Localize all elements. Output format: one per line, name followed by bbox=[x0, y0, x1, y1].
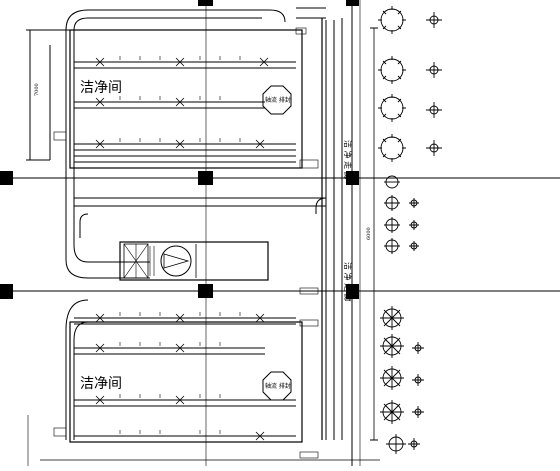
table-symbol bbox=[378, 6, 406, 34]
fixture-symbol bbox=[408, 438, 420, 450]
table-symbol bbox=[384, 238, 400, 254]
column-marker bbox=[198, 0, 213, 6]
table-symbol bbox=[380, 334, 404, 358]
corridor-label-lower: 洁 净 走 廊 bbox=[343, 262, 353, 302]
fixture-symbol bbox=[412, 406, 424, 418]
diffuser-markers-upper bbox=[95, 57, 269, 149]
corridor-label-upper: 洁 净 走 廊 bbox=[343, 140, 353, 180]
column-marker bbox=[0, 171, 13, 185]
exhaust-fan-upper bbox=[262, 85, 292, 115]
fixture-symbol bbox=[409, 241, 419, 251]
table-symbol bbox=[378, 56, 406, 84]
table-symbol bbox=[380, 366, 404, 390]
room-label-lower: 洁净间 bbox=[80, 376, 122, 392]
diffuser-markers-lower bbox=[95, 313, 265, 441]
fixture-symbol bbox=[409, 220, 419, 230]
dimension-left: 7000 bbox=[34, 83, 40, 96]
table-symbol bbox=[384, 217, 400, 233]
column-marker bbox=[346, 284, 359, 299]
column-marker bbox=[346, 171, 359, 185]
fixture-symbol bbox=[426, 12, 442, 28]
main-ducts bbox=[65, 7, 335, 440]
room-label-upper: 洁净间 bbox=[80, 80, 122, 96]
duct-ticks bbox=[119, 56, 241, 434]
table-symbol bbox=[380, 306, 404, 330]
column-marker bbox=[346, 0, 359, 6]
upper-branch-ducts bbox=[74, 61, 296, 163]
table-symbol bbox=[378, 134, 406, 162]
fixture-symbol bbox=[426, 102, 442, 118]
air-handling-unit bbox=[119, 241, 269, 281]
fixture-symbol bbox=[426, 140, 442, 156]
column-marker bbox=[0, 284, 13, 299]
table-symbol bbox=[384, 195, 400, 211]
fan-icon bbox=[160, 245, 192, 277]
tag-boxes bbox=[53, 27, 319, 459]
dimension-right: 6000 bbox=[366, 227, 372, 240]
lower-branch-ducts bbox=[74, 317, 296, 443]
table-symbol bbox=[384, 175, 400, 189]
fixture-symbol bbox=[426, 62, 442, 78]
exhaust-note-upper: 轴流 排封 bbox=[265, 96, 291, 104]
upper-room-outline bbox=[69, 29, 303, 169]
column-marker bbox=[198, 284, 213, 298]
table-symbol bbox=[378, 94, 406, 122]
fixture-symbol bbox=[412, 342, 424, 354]
table-symbol bbox=[386, 434, 406, 454]
column-marker bbox=[198, 171, 213, 185]
column-markers bbox=[0, 0, 359, 299]
furniture-symbols bbox=[378, 6, 442, 454]
table-symbol bbox=[380, 400, 404, 424]
fixture-symbol bbox=[412, 374, 424, 386]
fixture-symbol bbox=[409, 198, 419, 208]
exhaust-note-lower: 轴流 排封 bbox=[265, 382, 291, 390]
exhaust-fan-lower bbox=[262, 371, 292, 401]
